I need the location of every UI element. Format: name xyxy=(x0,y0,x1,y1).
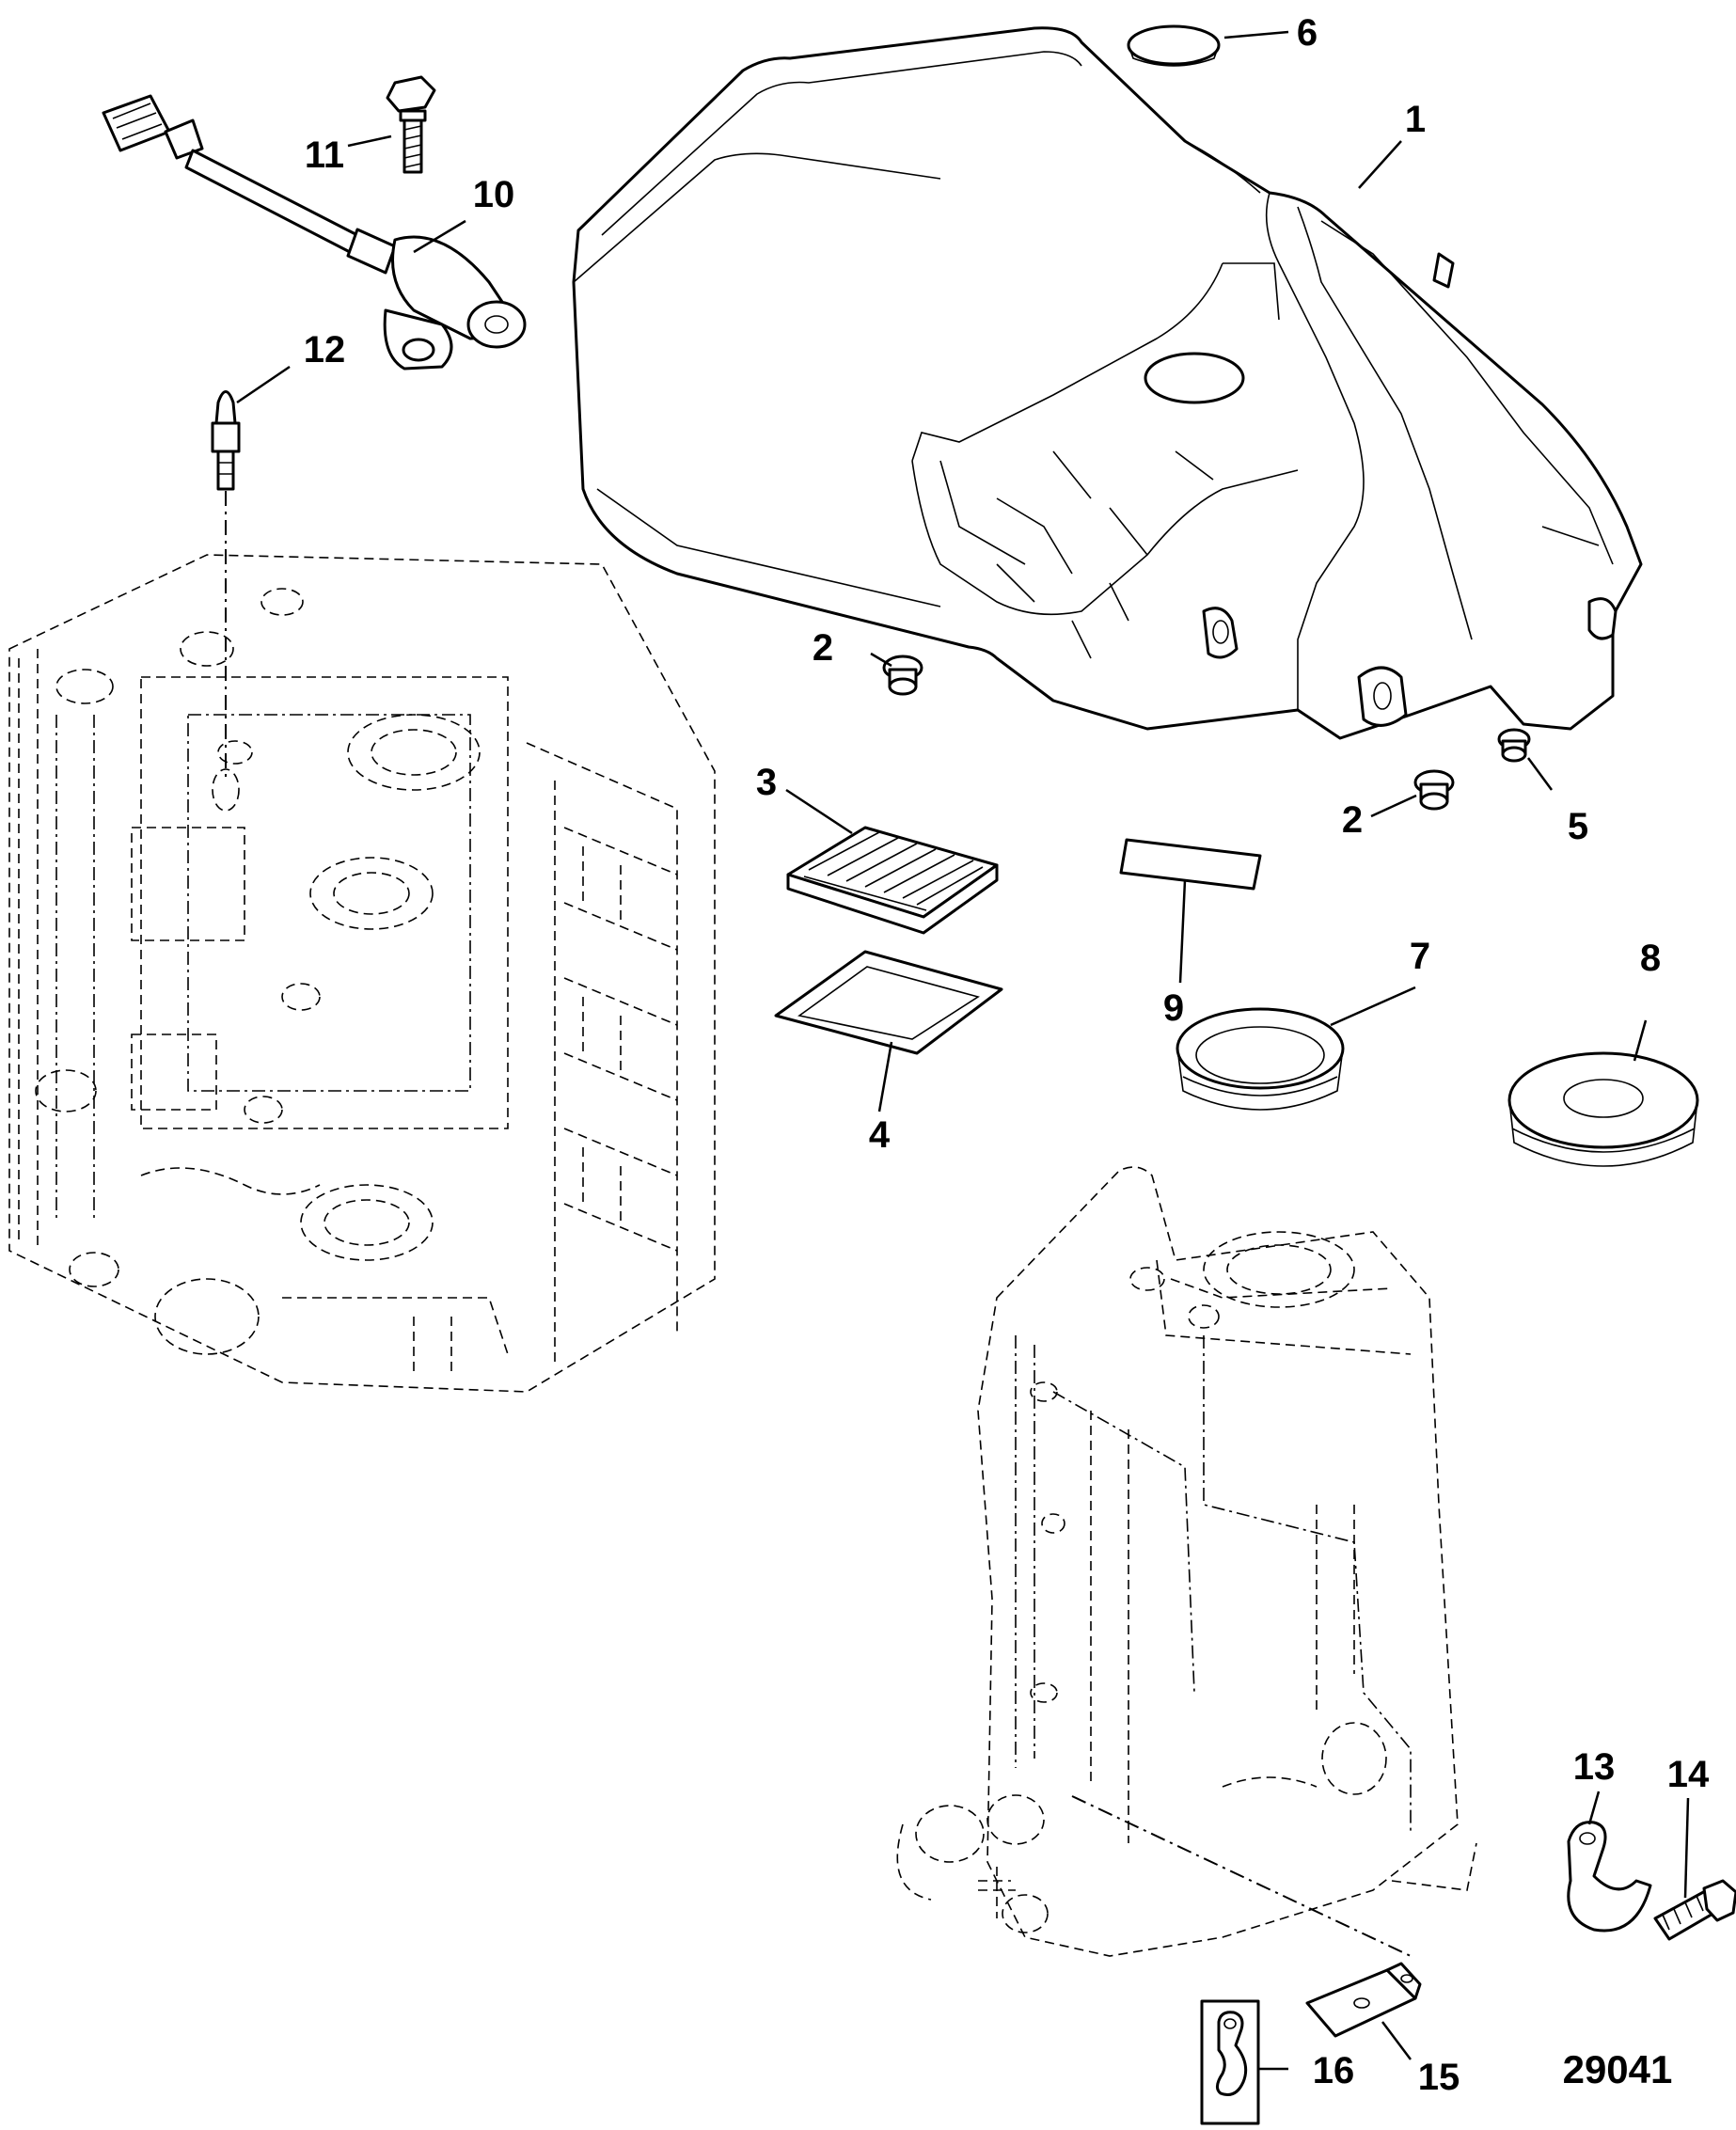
plate xyxy=(1305,1962,1422,2038)
callout-10: 10 xyxy=(473,174,515,215)
seal-cap xyxy=(1507,1051,1699,1167)
filter-gasket xyxy=(774,950,1003,1055)
callout-11: 11 xyxy=(305,134,344,176)
grommet-small xyxy=(1497,728,1531,763)
callout-14: 14 xyxy=(1667,1754,1710,1795)
callout-2-lower: 2 xyxy=(1342,799,1363,841)
screw xyxy=(386,75,436,174)
figure-number: 29041 xyxy=(1563,2047,1673,2091)
callout-4: 4 xyxy=(869,1114,891,1156)
callout-15: 15 xyxy=(1418,2057,1460,2098)
callout-3: 3 xyxy=(756,762,777,803)
grommet-upper xyxy=(882,655,923,696)
callout-6: 6 xyxy=(1297,12,1318,54)
callout-7: 7 xyxy=(1410,936,1430,977)
callout-1: 1 xyxy=(1405,99,1426,140)
leader-lines xyxy=(236,30,1690,2071)
callout-8: 8 xyxy=(1640,938,1661,979)
callout-9: 9 xyxy=(1163,987,1184,1029)
plug xyxy=(1127,24,1221,67)
bolt xyxy=(1653,1879,1736,1941)
decal xyxy=(1119,838,1262,891)
callout-12: 12 xyxy=(304,329,346,371)
hose-fitting xyxy=(211,390,241,812)
air-filter xyxy=(786,826,999,935)
hose-clamp xyxy=(1567,1821,1652,1933)
seal-ring xyxy=(1176,1007,1345,1111)
callout-5: 5 xyxy=(1568,806,1588,847)
engine-block-phantom xyxy=(8,554,716,1393)
callout-13: 13 xyxy=(1573,1746,1616,1788)
callout-2-upper: 2 xyxy=(813,627,833,669)
lower-assembly-phantom xyxy=(896,1166,1477,1957)
callouts: 1 2 2 3 4 5 6 7 8 9 10 11 12 13 14 15 16… xyxy=(304,12,1710,2098)
sensor-with-harness xyxy=(102,94,527,371)
callout-16: 16 xyxy=(1313,2050,1355,2091)
grommet-lower xyxy=(1413,769,1455,811)
clamp-boxed xyxy=(1200,1999,1260,2125)
air-box-cover xyxy=(572,26,1643,740)
